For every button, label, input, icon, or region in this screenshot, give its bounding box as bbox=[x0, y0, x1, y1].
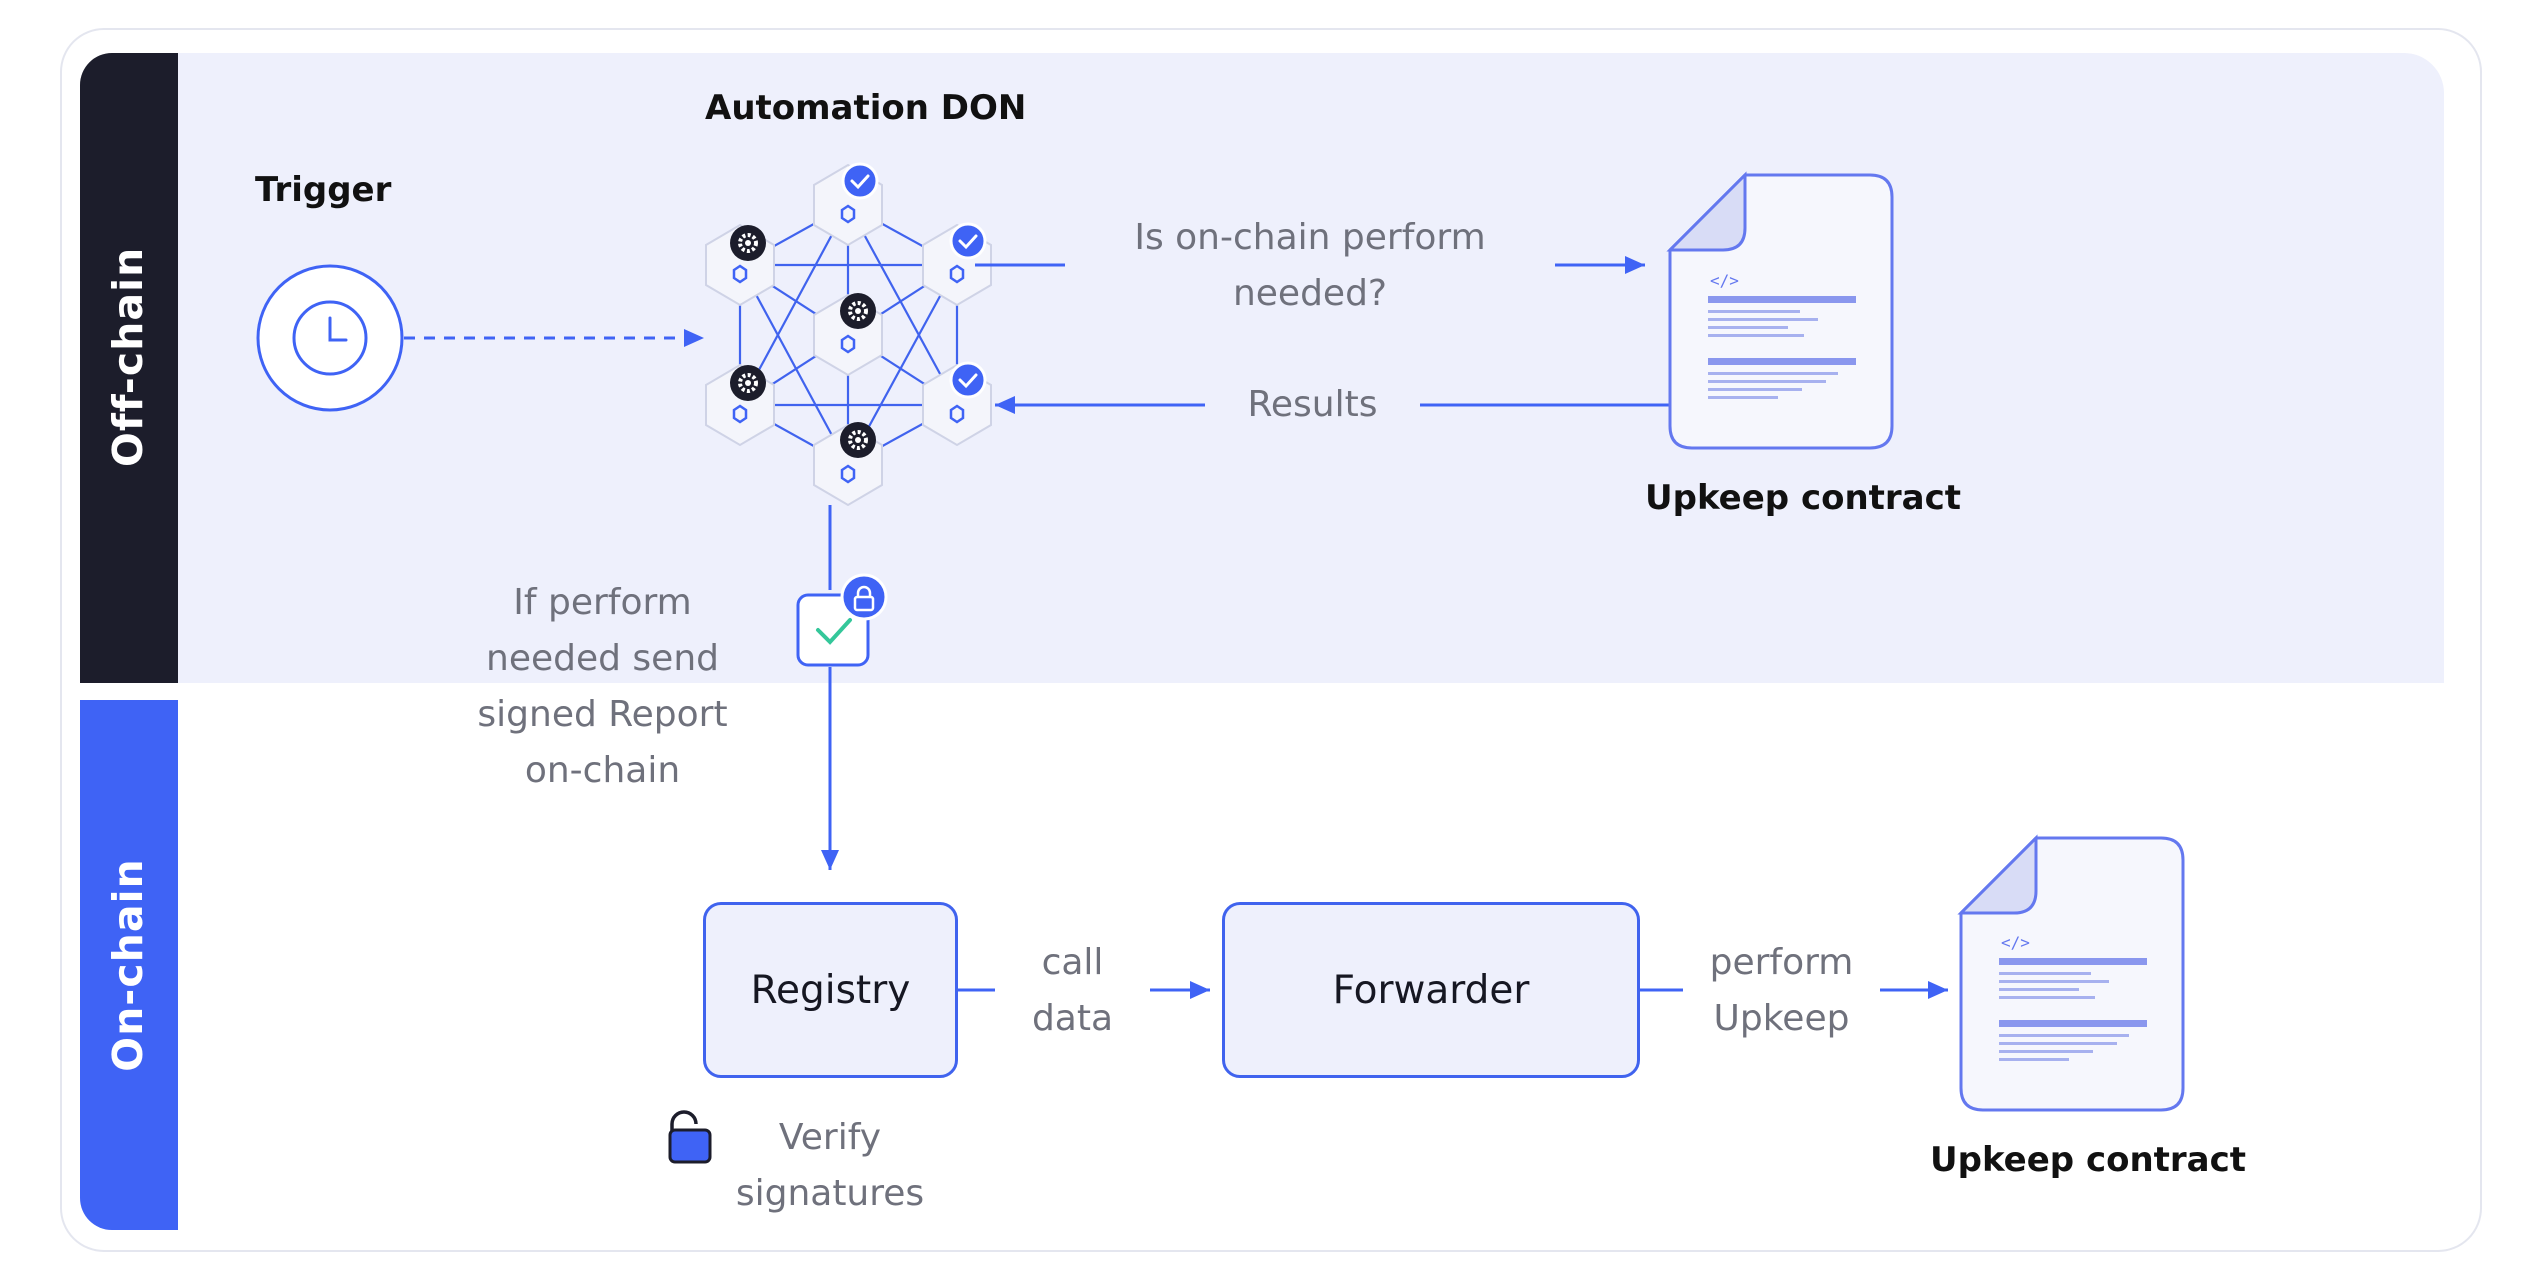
don-label: Automation DON bbox=[705, 88, 1027, 128]
code-document-icon: </> bbox=[1666, 171, 1894, 450]
svg-text:</>: </> bbox=[1710, 271, 1739, 290]
upkeep-contract-bottom-label: Upkeep contract bbox=[1930, 1140, 2247, 1180]
offchain-area bbox=[178, 53, 2444, 683]
don-network-icon bbox=[705, 162, 992, 507]
trigger-label: Trigger bbox=[255, 170, 392, 210]
registry-box: Registry bbox=[703, 902, 958, 1078]
offchain-lane bbox=[80, 53, 178, 683]
clock-icon bbox=[256, 264, 404, 412]
code-document-icon: </> bbox=[1957, 834, 2185, 1112]
verified-check-icon bbox=[841, 162, 987, 399]
forwarder-box: Forwarder bbox=[1222, 902, 1640, 1078]
results-label: Results bbox=[1247, 384, 1378, 425]
gear-icon bbox=[730, 225, 876, 458]
upkeep-contract-top-label: Upkeep contract bbox=[1645, 478, 1962, 518]
onchain-lane bbox=[80, 700, 178, 1230]
unlock-icon bbox=[668, 1110, 712, 1164]
svg-text:</>: </> bbox=[2001, 933, 2030, 952]
signed-report-icon bbox=[796, 573, 888, 667]
